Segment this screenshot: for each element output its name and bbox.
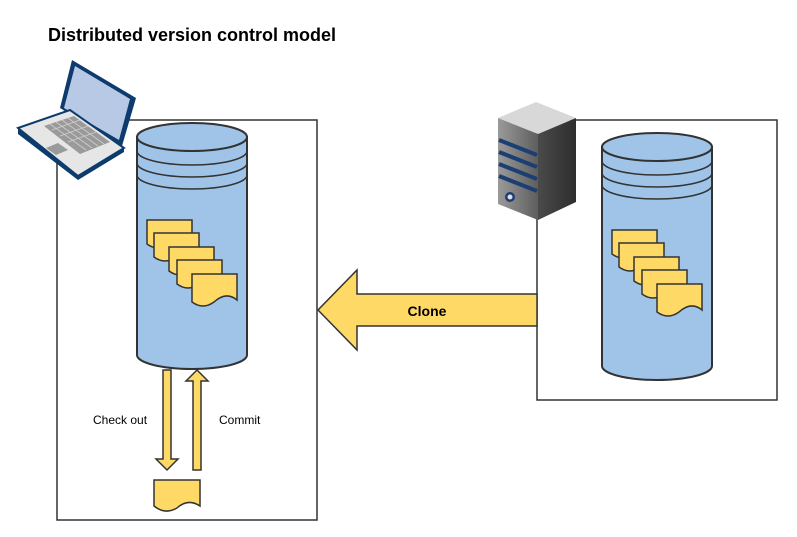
diagram-title: Distributed version control model bbox=[48, 25, 336, 45]
commit-arrow bbox=[184, 368, 210, 471]
remote-document-stack bbox=[611, 229, 703, 317]
clone-arrow bbox=[316, 268, 538, 352]
clone-label: Clone bbox=[408, 303, 447, 319]
checkout-label: Check out bbox=[93, 413, 148, 427]
laptop-icon bbox=[15, 60, 136, 180]
local-document-stack bbox=[146, 219, 238, 307]
server-icon bbox=[498, 102, 576, 220]
commit-label: Commit bbox=[219, 413, 261, 427]
working-copy-document bbox=[153, 479, 201, 512]
checkout-arrow bbox=[154, 369, 180, 472]
